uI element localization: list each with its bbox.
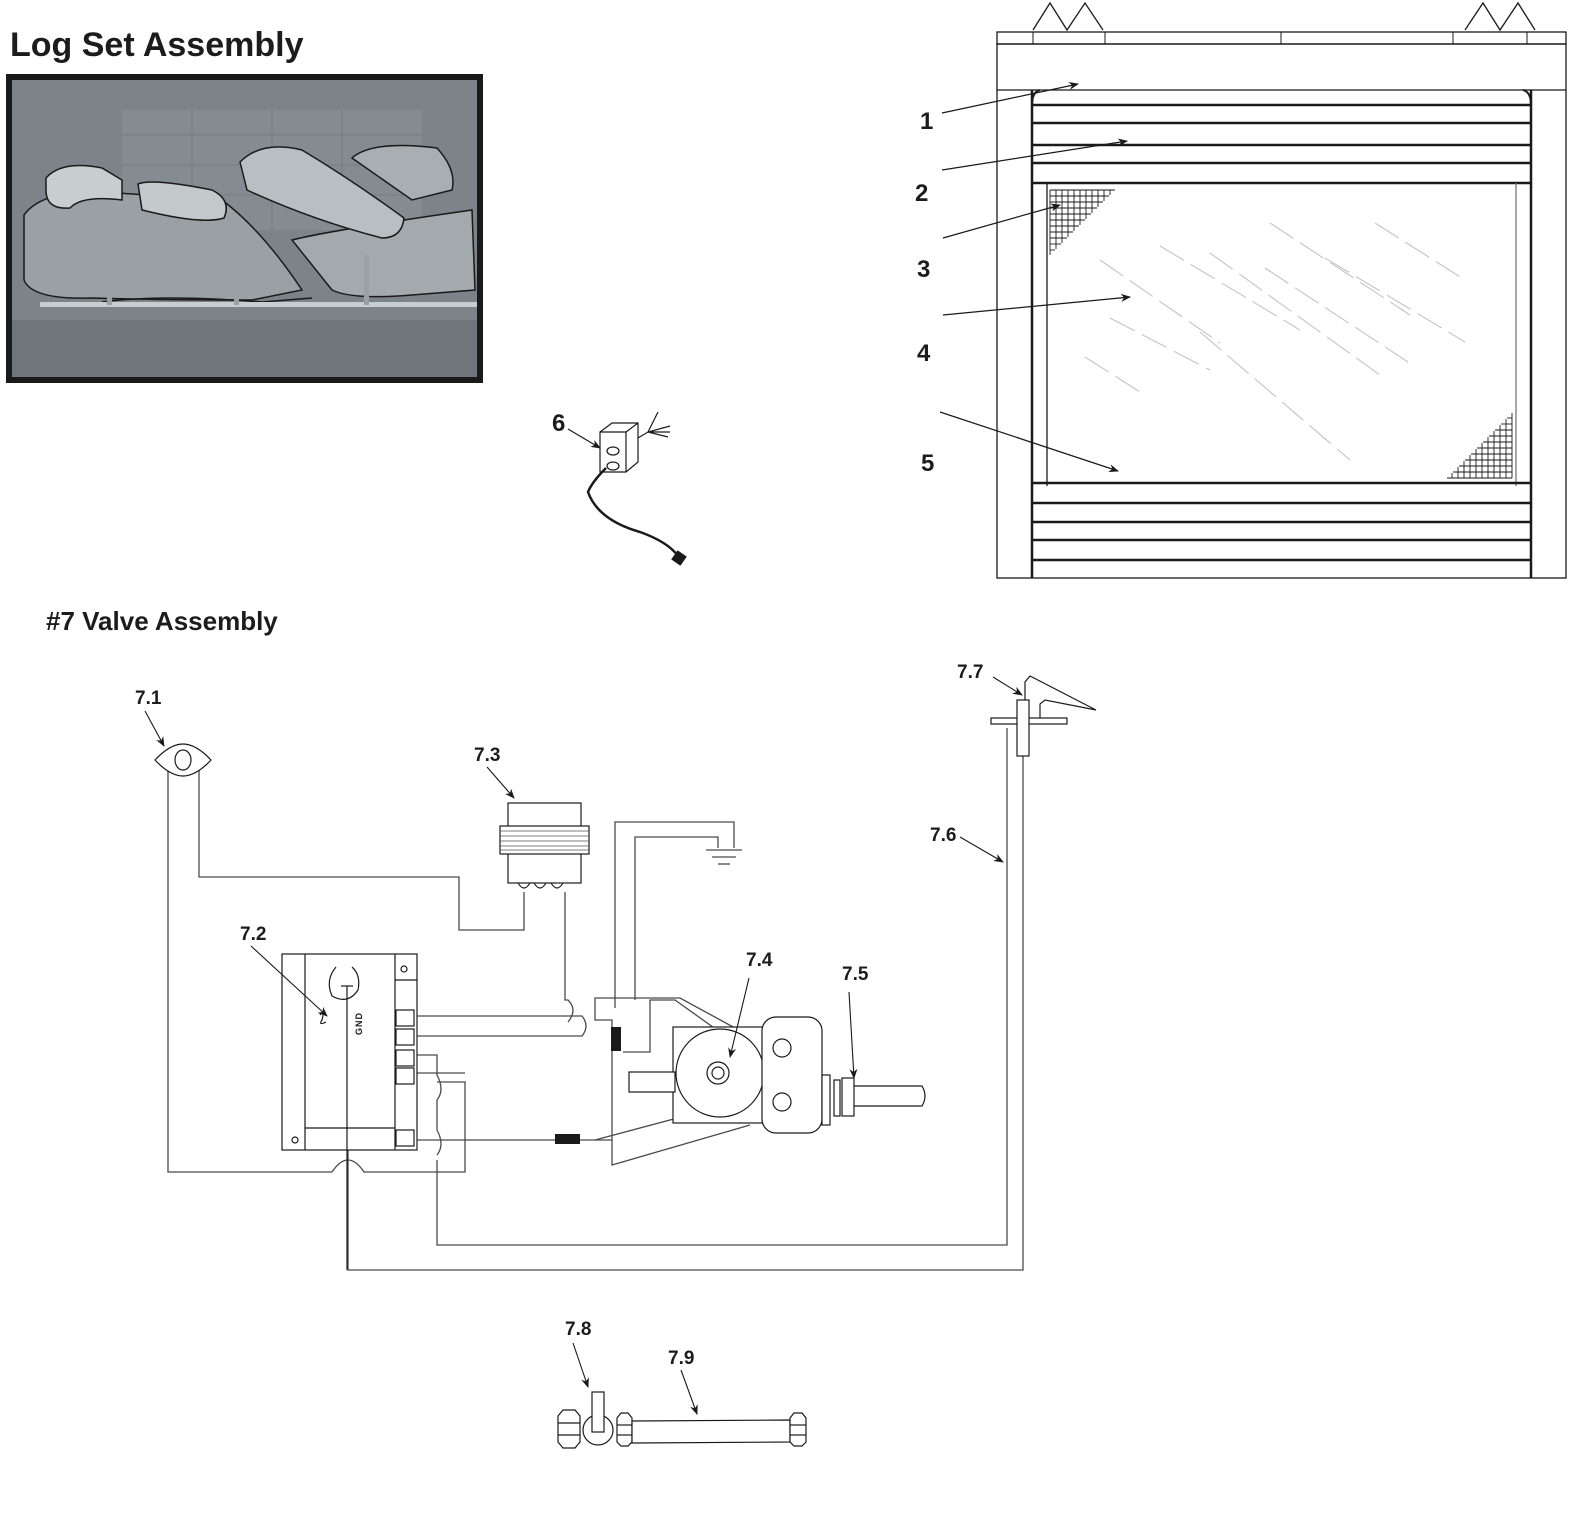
- leader-arrow-1: [941, 81, 1079, 114]
- mesh-corner-top-left: [1049, 189, 1115, 255]
- callout-7-3: 7.3: [474, 745, 501, 766]
- callout-5: 5: [921, 450, 935, 477]
- valve-wiring: [167, 728, 1024, 1271]
- leader-arrow-7-9: [680, 1369, 698, 1415]
- ignition-module: [281, 953, 418, 1270]
- leader-arrow-7-4: [728, 977, 750, 1058]
- glass-reflection-lines: [1084, 222, 1466, 461]
- gnd-terminal-label: GND: [354, 1012, 364, 1035]
- callout-6: 6: [552, 410, 566, 437]
- callout-7-1: 7.1: [135, 688, 162, 709]
- inline-connector-upper: [611, 1027, 621, 1051]
- pilot-assembly: [990, 675, 1097, 757]
- leader-arrow-4: [942, 293, 1131, 316]
- callout-7-4: 7.4: [746, 950, 773, 971]
- top-vent-right: [1464, 1, 1536, 32]
- inline-connector-lower: [555, 1134, 580, 1144]
- callout-7-2: 7.2: [240, 924, 267, 945]
- gas-valve: [628, 1016, 926, 1134]
- leader-arrow-7-1: [144, 710, 165, 747]
- callout-7-5: 7.5: [842, 964, 869, 985]
- leader-arrow-6: [567, 428, 601, 449]
- top-vent-left: [1032, 1, 1104, 32]
- leader-arrow-5: [939, 411, 1119, 472]
- thermocouple-flange: [154, 743, 212, 777]
- leader-arrow-7-7: [992, 676, 1023, 696]
- callout-2: 2: [915, 180, 929, 207]
- log-set-illustration: [12, 80, 477, 377]
- callout-1: 1: [920, 108, 934, 135]
- fireplace-front: [996, 1, 1567, 579]
- electrical-receptacle: [586, 411, 687, 566]
- valve-assembly-title: #7 Valve Assembly: [46, 606, 278, 636]
- leader-arrow-2: [941, 138, 1128, 171]
- callout-7-9: 7.9: [668, 1348, 695, 1369]
- shutoff-valve-and-flex-line: [557, 1391, 807, 1449]
- log-set-photo: [6, 74, 483, 383]
- transformer: [499, 802, 590, 889]
- callout-7-6: 7.6: [930, 825, 957, 846]
- callout-7-8: 7.8: [565, 1319, 592, 1340]
- callout-3: 3: [917, 256, 931, 283]
- log-set-title: Log Set Assembly: [10, 26, 304, 64]
- callout-4: 4: [917, 340, 931, 367]
- mesh-corner-bottom-right: [1447, 413, 1513, 479]
- leader-arrow-3: [942, 203, 1061, 239]
- leader-arrow-7-5: [848, 991, 858, 1079]
- leader-arrow-7-6: [959, 836, 1004, 863]
- leader-arrow-7-3: [486, 766, 515, 799]
- leader-arrow-7-2: [250, 945, 328, 1017]
- leader-arrow-7-8: [572, 1342, 589, 1388]
- callout-7-7: 7.7: [957, 662, 984, 683]
